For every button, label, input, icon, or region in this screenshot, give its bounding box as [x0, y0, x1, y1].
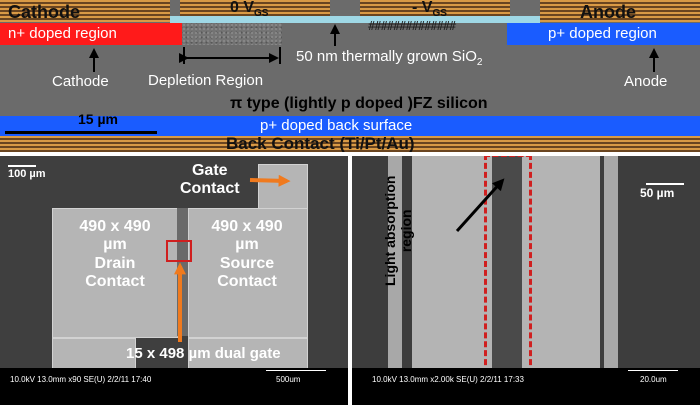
- annotation-arrows: [89, 24, 659, 72]
- sem-left-panel: 100 µm Gate Contact 490 x 490 µm Drain C…: [0, 156, 348, 405]
- sem-left-arrows: [174, 174, 291, 342]
- gate-contact-arrow: [249, 174, 291, 187]
- back-surface-label: p+ doped back surface: [260, 117, 413, 134]
- gate-zero-label: 0 VGS: [230, 0, 269, 20]
- gate-neg-metal: [360, 0, 510, 16]
- sem-right-scale-label: 50 µm: [640, 186, 675, 200]
- gate-contact-label: Gate Contact: [180, 162, 240, 198]
- absorption-channel: [492, 156, 522, 368]
- n-doped-region: [0, 23, 182, 45]
- sem-left-info-bar: [0, 368, 348, 388]
- sem-left-scale-bar: [8, 165, 36, 167]
- sem-right-arrow: [455, 178, 505, 233]
- absorption-arrow: [455, 178, 505, 233]
- gate-charge-marks: ##############: [368, 19, 456, 33]
- sem-left-info: 10.0kV 13.0mm x90 SE(U) 2/2/11 17:40: [10, 375, 152, 384]
- back-contact-metal: [0, 136, 700, 152]
- metal-strip-left: [412, 156, 492, 368]
- drain-contact-label: 490 x 490 µm Drain Contact: [79, 218, 151, 291]
- sem-right-panel: Light absorption region 50 µm 10.0kV 13.…: [352, 156, 700, 405]
- anode-contact-label: Anode: [580, 2, 636, 22]
- scale-label: 15 µm: [78, 111, 118, 127]
- gate-pad: [258, 164, 308, 212]
- source-contact-label: 490 x 490 µm Source Contact: [211, 218, 283, 291]
- sem-right-info-scale-bar: [628, 370, 678, 371]
- dual-gate-label: 15 x 498 µm dual gate: [126, 345, 281, 362]
- sem-left-bottom-pad: [0, 388, 348, 405]
- sem-right-scale-bar: [646, 183, 684, 185]
- cathode-label: Cathode: [52, 73, 109, 90]
- metal-strip-right: [522, 156, 600, 368]
- anode-label: Anode: [624, 73, 668, 90]
- p-doped-label: p+ doped region: [548, 25, 657, 42]
- anode-metal: [540, 0, 700, 22]
- cathode-contact-label: Cathode: [8, 2, 80, 22]
- oxide-layer: [170, 16, 540, 23]
- cathode-metal: [0, 0, 170, 22]
- sem-left-info-scale: 500um: [276, 375, 301, 384]
- depletion-label: Depletion Region: [148, 72, 264, 89]
- n-doped-label: n+ doped region: [8, 25, 117, 42]
- depletion-region: [182, 23, 282, 45]
- sem-left-scale-label: 100 µm: [8, 168, 46, 180]
- substrate-label: π type (lightly p doped )FZ silicon: [230, 95, 488, 112]
- oxide-label: 50 nm thermally grown SiO2: [296, 48, 483, 68]
- gate-highlight-box: [166, 240, 192, 262]
- drain-pad: [52, 208, 179, 338]
- depletion-bracket: [179, 47, 281, 64]
- gate-neg-label: - VGS: [412, 0, 447, 20]
- source-pad: [188, 208, 308, 338]
- absorption-label: Light absorption region: [382, 175, 415, 286]
- scale-bar: [5, 131, 157, 134]
- p-back-surface: [0, 116, 700, 136]
- wide-bar-right: [604, 156, 618, 368]
- p-doped-region: [507, 23, 700, 45]
- back-contact-label: Back Contact (Ti/Pt/Au): [226, 134, 415, 152]
- wide-bar-left: [388, 156, 402, 368]
- sem-right-info: 10.0kV 13.0mm x2.00k SE(U) 2/2/11 17:33: [372, 375, 524, 384]
- sem-right-info-scale: 20.0um: [640, 375, 667, 384]
- gate-zero-metal: [180, 0, 330, 16]
- sem-right-info-bar: [352, 368, 700, 405]
- sem-left-info-scale-bar: [266, 370, 326, 371]
- device-cross-section: Cathode 0 VGS - VGS Anode ##############…: [0, 0, 700, 152]
